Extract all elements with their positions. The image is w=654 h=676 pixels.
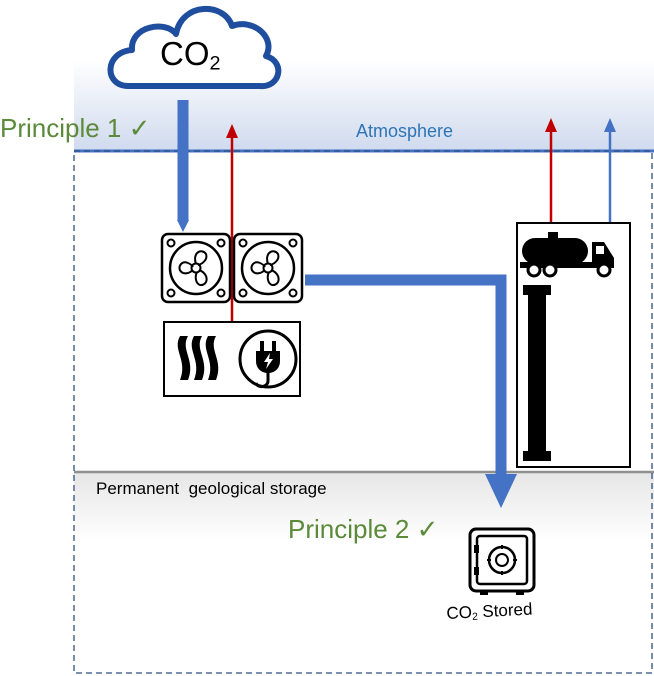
co2-inflow-arrowhead <box>177 220 189 232</box>
cloud-icon <box>107 6 282 90</box>
fan-icon <box>232 232 304 304</box>
co2-transport-arrowhead <box>485 474 517 508</box>
energy-source-box <box>163 321 301 397</box>
heat-icon <box>177 336 219 380</box>
storage-band <box>74 472 654 542</box>
transport-emission-arrowhead <box>545 118 557 132</box>
fan-icon <box>160 232 232 304</box>
principle-2-label: Principle 2 ✓ <box>288 514 439 544</box>
electric-plug-icon <box>238 329 298 389</box>
tanker-truck-icon <box>520 232 614 278</box>
atmosphere-label: Atmosphere <box>356 121 454 141</box>
energy-emission-arrowhead <box>226 124 238 138</box>
principle-1-label: Principle 1 ✓ <box>0 113 151 143</box>
transport-box <box>516 222 631 468</box>
transport-leakage-arrowhead <box>604 118 616 132</box>
storage-label: Permanent geological storage <box>96 479 327 498</box>
co2-transport-pipe <box>305 274 507 478</box>
cloud-co2-label: CO2 <box>160 35 221 75</box>
pipeline-icon <box>523 285 551 461</box>
safe-icon <box>468 527 536 595</box>
